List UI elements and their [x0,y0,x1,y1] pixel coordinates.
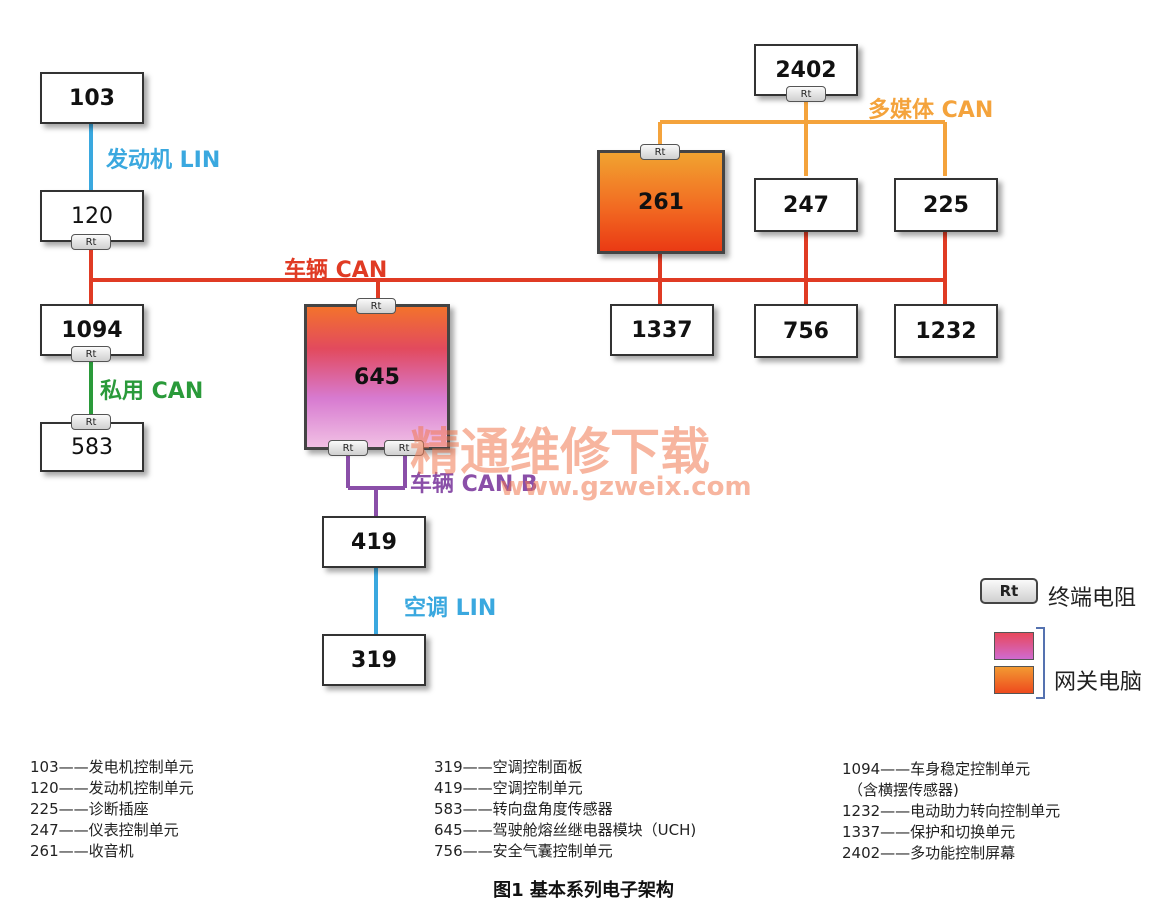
node-120: 120 [40,190,144,242]
node-319: 319 [322,634,426,686]
legend-item: 756——安全气囊控制单元 [434,842,613,860]
vehicle-can-b-label: 车辆 CAN B [410,472,538,497]
node-419: 419 [322,516,426,568]
node-1232: 1232 [894,304,998,358]
node-103: 103 [40,72,144,124]
engine-lin-label: 发动机 LIN [106,148,221,173]
multimedia-can-label: 多媒体 CAN [868,98,994,123]
node-261-gateway: 261 [597,150,725,254]
vehicle-can-label: 车辆 CAN [284,258,388,283]
private-can-label: 私用 CAN [100,379,204,404]
rt-645-right: Rt [384,440,424,456]
node-756: 756 [754,304,858,358]
key-rt-symbol: Rt [980,578,1038,604]
multimedia-can-lines [658,100,947,176]
legend-item: 225——诊断插座 [30,800,149,818]
legend-item: 1094——车身稳定控制单元 [842,760,1031,778]
legend-item: 247——仪表控制单元 [30,821,179,839]
node-645-gateway: 645 [304,304,450,450]
rt-120: Rt [71,234,111,250]
key-gateway: 网关电脑 [1054,670,1143,695]
rt-645-top: Rt [356,298,396,314]
legend-item: （含横摆传感器) [848,781,959,799]
node-1337: 1337 [610,304,714,356]
can-b-lines [346,456,407,516]
node-225: 225 [894,178,998,232]
figure-caption: 图1 基本系列电子架构 [493,880,674,901]
legend-item: 261——收音机 [30,842,134,860]
legend-item: 1232——电动助力转向控制单元 [842,802,1061,820]
key-gateway-swatch-purple [994,632,1034,660]
node-247: 247 [754,178,858,232]
rt-583: Rt [71,414,111,430]
legend-item: 1337——保护和切换单元 [842,823,1016,841]
rt-645-left: Rt [328,440,368,456]
watermark-url: www.gzweix.com [500,472,752,502]
legend-item: 319——空调控制面板 [434,758,583,776]
key-bracket [1036,627,1045,699]
watermark-title: 精通维修下载 [410,423,710,481]
key-terminal-resistor: 终端电阻 [1048,586,1137,611]
legend-item: 645——驾驶舱熔丝继电器模块（UCH) [434,821,697,839]
legend-item: 419——空调控制单元 [434,779,583,797]
rt-261: Rt [640,144,680,160]
legend-item: 103——发电机控制单元 [30,758,194,776]
rt-1094: Rt [71,346,111,362]
rt-2402: Rt [786,86,826,102]
legend-item: 120——发动机控制单元 [30,779,194,797]
ac-lin-label: 空调 LIN [404,596,497,621]
legend-item: 2402——多功能控制屏幕 [842,844,1016,862]
key-gateway-swatch-orange [994,666,1034,694]
legend-item: 583——转向盘角度传感器 [434,800,613,818]
